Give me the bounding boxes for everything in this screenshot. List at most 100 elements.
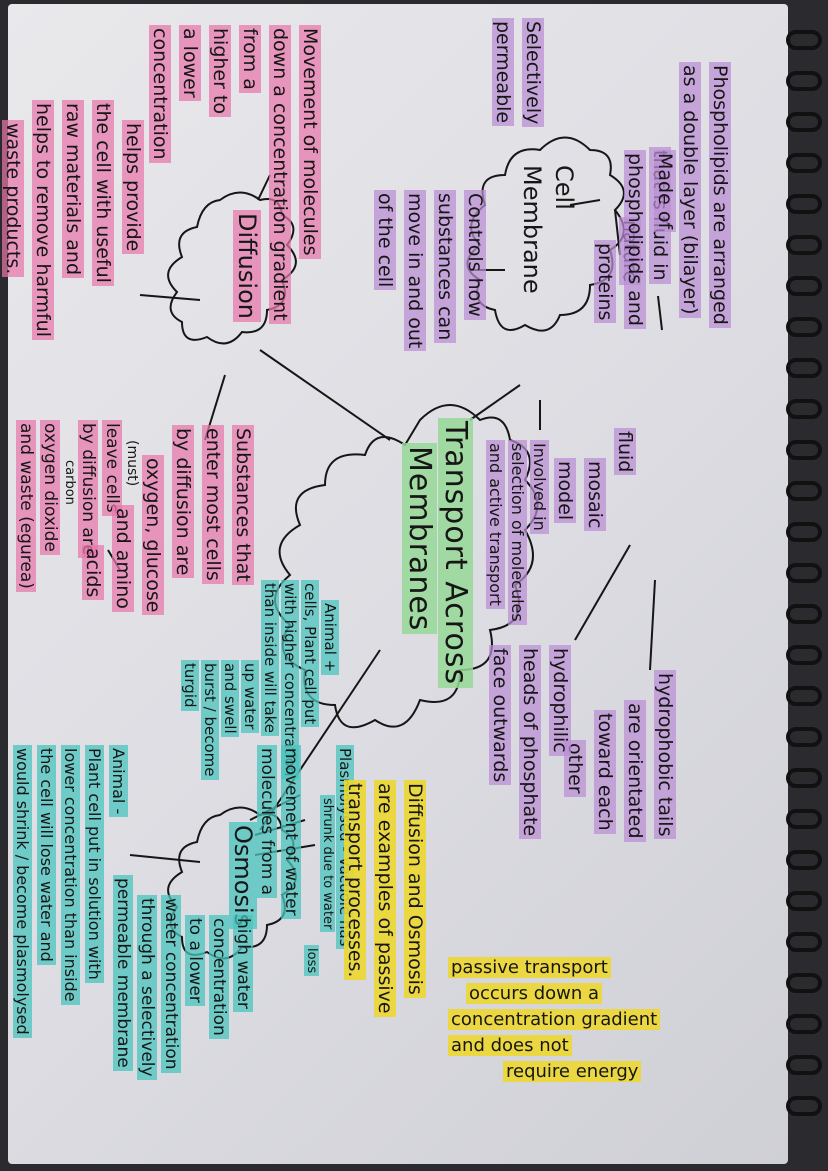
spiral-ring	[786, 686, 822, 706]
spiral-ring	[786, 727, 822, 747]
spiral-ring	[786, 358, 822, 378]
note-helps-provide: helps provide the cell with useful raw m…	[0, 100, 148, 340]
note-line: of the cell	[374, 190, 396, 291]
note-line: higher to	[209, 25, 231, 118]
note-line: Plant cell put in solution with	[85, 745, 104, 983]
spiral-ring	[786, 563, 822, 583]
note-line: through a selectively	[137, 895, 157, 1080]
spiral-ring	[786, 317, 822, 337]
note-line: the cell with useful	[92, 100, 114, 286]
spiral-ring	[786, 481, 822, 501]
note-passive-transport: passive transport occurs down a concentr…	[448, 955, 728, 1085]
spiral-ring	[786, 973, 822, 993]
note-line: Phospholipids are arranged	[709, 62, 731, 328]
note-line: passive transport	[448, 957, 611, 978]
note-line: are orientated	[624, 700, 646, 842]
note-line: Diffusion and Osmosis	[404, 780, 426, 998]
note-selectively-permeable: Selectively permeable	[488, 18, 548, 128]
spiral-ring	[786, 522, 822, 542]
spiral-ring	[786, 71, 822, 91]
note-line: shrunk due to water	[320, 795, 335, 933]
note-line: helps to remove harmful	[32, 100, 54, 340]
note-line: the cell will lose water and	[37, 745, 56, 965]
note-line: raw materials and	[62, 100, 84, 279]
note-line: model	[554, 458, 576, 524]
note-line: than inside will take	[261, 580, 279, 737]
note-line: toward each	[594, 710, 616, 834]
note-line: proteins	[594, 240, 616, 324]
note-line: and swell	[221, 660, 239, 737]
note-line: require energy	[503, 1061, 642, 1082]
spiral-ring	[786, 399, 822, 419]
spiral-ring	[786, 112, 822, 132]
note-line: high water	[233, 915, 253, 1012]
note-line: move in and out	[404, 190, 426, 352]
note-line: a lower	[179, 25, 201, 101]
note-line: are examples of passive	[374, 780, 396, 1017]
spiral-ring	[786, 1055, 822, 1075]
note-hydrophilic: hydrophilic heads of phosphate face outw…	[485, 645, 575, 840]
note-line: cells, Plant cell put	[301, 580, 319, 728]
note-line: Involved in	[530, 440, 549, 534]
note-movement: Movement of molecules down a concentrati…	[145, 25, 325, 324]
note-line: to a lower	[185, 915, 205, 1006]
note-line: heads of phosphate	[519, 645, 541, 840]
note-line: enter most cells	[202, 425, 224, 584]
spiral-ring	[786, 30, 822, 50]
spiral-ring	[786, 276, 822, 296]
note-line: Movement of molecules	[299, 25, 321, 259]
note-line: and active transport	[486, 440, 505, 609]
note-line: concentration gradient	[448, 1009, 661, 1030]
note-line: water concentration	[161, 895, 181, 1073]
note-line: and does not	[448, 1035, 572, 1056]
note-line: molecules from a	[257, 745, 277, 899]
note-line: up water	[241, 660, 259, 733]
spiral-ring	[786, 809, 822, 829]
note-line: Selectively	[522, 18, 544, 128]
note-line: face outwards	[489, 645, 511, 786]
note-line: fluid	[614, 428, 636, 476]
spiral-ring	[786, 153, 822, 173]
note-line: hydrophilic	[549, 645, 571, 756]
note-line: loss	[304, 945, 319, 977]
spiral-binding	[786, 30, 826, 1150]
spiral-ring	[786, 645, 822, 665]
note-line: movement of water	[281, 745, 301, 919]
note-made-of: Made of phospholipids and proteins	[590, 150, 680, 329]
spiral-ring	[786, 440, 822, 460]
spiral-ring	[786, 850, 822, 870]
note-line: mosaic	[584, 458, 606, 532]
note-line: oxygen, glucose	[142, 455, 164, 616]
cell-membrane-line2: Membrane	[518, 165, 546, 294]
spiral-ring	[786, 1096, 822, 1116]
note-line: lower concentration than inside	[61, 745, 80, 1005]
note-passive-examples: Diffusion and Osmosis are examples of pa…	[340, 780, 430, 1017]
note-controls: Controls how substances can move in and …	[370, 190, 490, 352]
spiral-ring	[786, 604, 822, 624]
note-line: substances can	[434, 190, 456, 344]
note-line: and amino	[112, 505, 134, 612]
note-line: turgid	[181, 660, 199, 711]
note-line: Controls how	[464, 190, 486, 320]
note-line: by diffusion are	[172, 425, 194, 579]
note-line: waste products.	[2, 120, 24, 278]
spiral-ring	[786, 1014, 822, 1034]
note-line: selection of molecules	[508, 440, 527, 625]
note-line: permeable membrane	[113, 875, 133, 1071]
spiral-ring	[786, 768, 822, 788]
note-line: phospholipids and	[624, 150, 646, 329]
spiral-ring	[786, 235, 822, 255]
note-plasmolysed: Plasmolysed - Vacuole has shrunk due to …	[111, 745, 355, 1080]
note-line: permeable	[492, 18, 514, 127]
note-fluid-mosaic: fluid mosaic model	[550, 428, 640, 532]
note-line: Substances that	[232, 425, 254, 585]
note-line: concentration	[209, 915, 229, 1039]
note-line: carbon	[62, 460, 77, 505]
note-line: as a double layer (bilayer)	[679, 62, 701, 318]
note-line: Animal +	[321, 600, 339, 676]
note-line: acids	[82, 545, 104, 601]
note-line: oxygen dioxide	[40, 420, 60, 555]
central-title-line2: Membranes	[402, 443, 437, 635]
note-line: and waste (egurea)	[16, 420, 36, 592]
note-line: Made of	[654, 150, 676, 233]
